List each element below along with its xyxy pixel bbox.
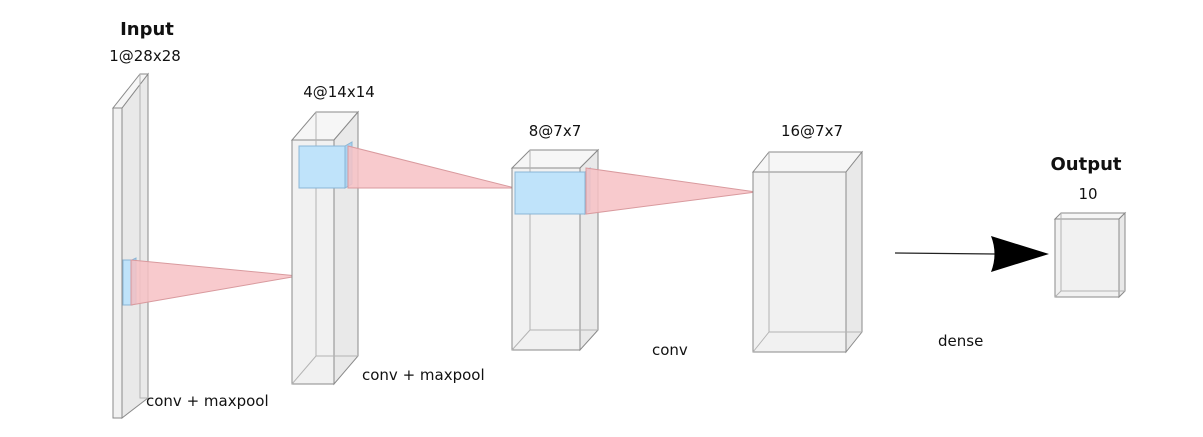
dense-arrow (894, 236, 1049, 272)
conv2-kernel-front (514, 171, 586, 215)
conv1-layer-shape-label: 4@14x14 (303, 83, 375, 101)
conv2-layer-shape-label: 8@7x7 (529, 122, 582, 140)
output-layer-block (1053, 211, 1127, 299)
input-layer-hidden-edges (139, 74, 148, 399)
dense-arrow-shaft (894, 252, 996, 255)
conv3-layer-shape-label: 16@7x7 (781, 122, 843, 140)
output-layer-shape-label: 10 (1078, 185, 1097, 203)
input-layer-shape-label: 1@28x28 (109, 47, 181, 65)
operation-label-3: conv (652, 341, 688, 359)
output-layer-side-face (1118, 211, 1126, 299)
conv3-layer-block (751, 150, 864, 354)
output-layer-title: Output (1050, 154, 1121, 175)
conv1-kernel-front (298, 145, 346, 189)
dense-arrow-head (991, 236, 1049, 272)
conv2-kernel (514, 166, 591, 216)
input-layer-side-face (121, 72, 149, 420)
operation-label-4: dense (938, 332, 983, 350)
conv3-layer-front-face (752, 171, 847, 353)
conv1-kernel (298, 141, 353, 189)
conv3-layer-side-face (845, 150, 863, 354)
conv1-layer-hidden-edge-b (291, 355, 317, 385)
input-layer-title: Input (120, 19, 174, 40)
output-layer-front-face (1054, 218, 1120, 298)
output-layer-hidden-edge-b (1054, 290, 1062, 298)
output-layer-top-face (1053, 212, 1127, 220)
conv3-layer-hidden-edge-b (752, 331, 770, 353)
input-layer-front-face (112, 107, 123, 419)
receptive-field-cone-2 (347, 145, 516, 189)
input-layer-block (111, 72, 150, 420)
operation-label-1: conv + maxpool (146, 392, 269, 410)
receptive-field-cone-3 (585, 167, 757, 215)
receptive-field-cone-1 (130, 259, 299, 306)
operation-label-2: conv + maxpool (362, 366, 485, 384)
conv2-layer-hidden-edge-b (511, 329, 531, 351)
